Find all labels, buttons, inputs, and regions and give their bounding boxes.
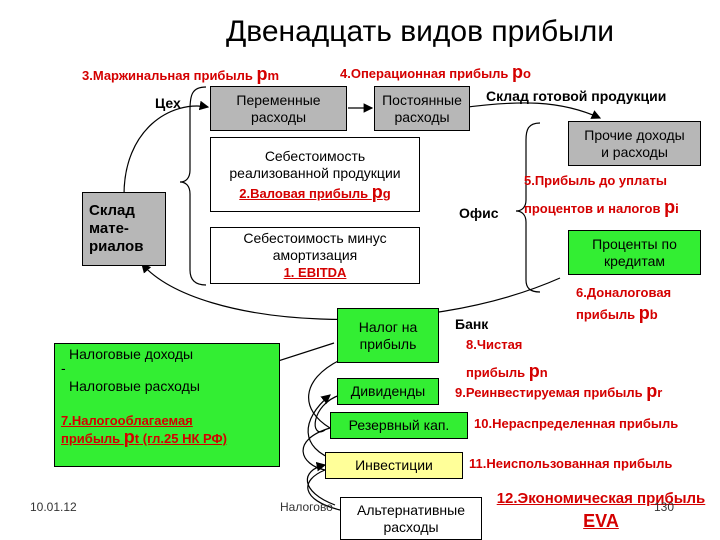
other-income-box: Прочие доходы и расходы	[568, 121, 701, 166]
loan-interest-box: Проценты по кредитам	[568, 230, 701, 275]
profit-6-label: 6.Доналоговая прибыль pb	[576, 285, 672, 323]
brace-shop	[179, 86, 207, 286]
cost-minus-amortization-box: Себестоимость минус амортизация 1. EBITD…	[210, 227, 420, 284]
footer-page: 130	[654, 500, 675, 514]
profit-5-label: 5.Прибыль до уплаты процентов и налогов …	[524, 173, 679, 217]
alternative-costs-box: Альтернативные расходы	[340, 497, 482, 540]
fixed-costs-box: Постоянные расходы	[374, 86, 470, 131]
footer-center: Налогово	[280, 500, 333, 514]
profit-tax-box: Налог на прибыль	[337, 308, 439, 363]
profit-8-label: 8.Чистая прибыль pn	[466, 337, 548, 381]
minus-sign: -	[61, 360, 66, 376]
brace-office	[515, 122, 541, 293]
reserve-capital-box: Резервный кап.	[330, 412, 468, 439]
divider-line: ________________________	[61, 394, 248, 406]
profit-2-label: 2.Валовая прибыль pg	[239, 181, 391, 202]
investments-box: Инвестиции	[325, 452, 463, 479]
profit-11-label: 11.Неиспользованная прибыль	[469, 456, 673, 471]
dividends-box: Дивиденды	[337, 378, 439, 405]
tax-base-box: Налоговые доходы - Налоговые расходы ___…	[54, 343, 280, 467]
variable-costs-box: Переменные расходы	[210, 86, 347, 131]
profit-9-label: 9.Реинвестируемая прибыль pr	[455, 381, 663, 401]
arrow-fixed-to-other	[459, 102, 602, 119]
arrow-warehouse-to-shop	[123, 100, 210, 196]
tax-expenses-text: Налоговые расходы	[69, 378, 200, 394]
cost-of-sales-box: Себестоимость реализованной продукции 2.…	[210, 137, 420, 212]
label-warehouse-finished: Склад готовой продукции	[486, 88, 667, 104]
label-bank: Банк	[455, 316, 489, 332]
raw-materials-warehouse-box: Склад мате-риалов	[82, 192, 166, 266]
profit-12-label: 12.Экономическая прибыль EVA	[496, 490, 706, 531]
profit-4-label: 4.Операционная прибыль po	[340, 62, 531, 82]
profit-1-label: 1. EBITDA	[283, 265, 347, 280]
page-title: Двенадцать видов прибыли	[225, 15, 615, 48]
profit-3-label: 3.Маржинальная прибыль pm	[82, 64, 279, 84]
label-office: Офис	[459, 205, 499, 221]
profit-7-label: 7.Налогооблагаемая прибыль pt (гл.25 НК …	[61, 413, 227, 447]
net-profit-lines	[302, 359, 341, 511]
profit-10-label: 10.Нераспределенная прибыль	[474, 416, 679, 431]
footer-date: 10.01.12	[30, 500, 77, 514]
arrow-bank-to-warehouse	[141, 263, 561, 321]
label-shop: Цех	[155, 95, 181, 111]
tax-income-text: Налоговые доходы	[69, 346, 194, 362]
